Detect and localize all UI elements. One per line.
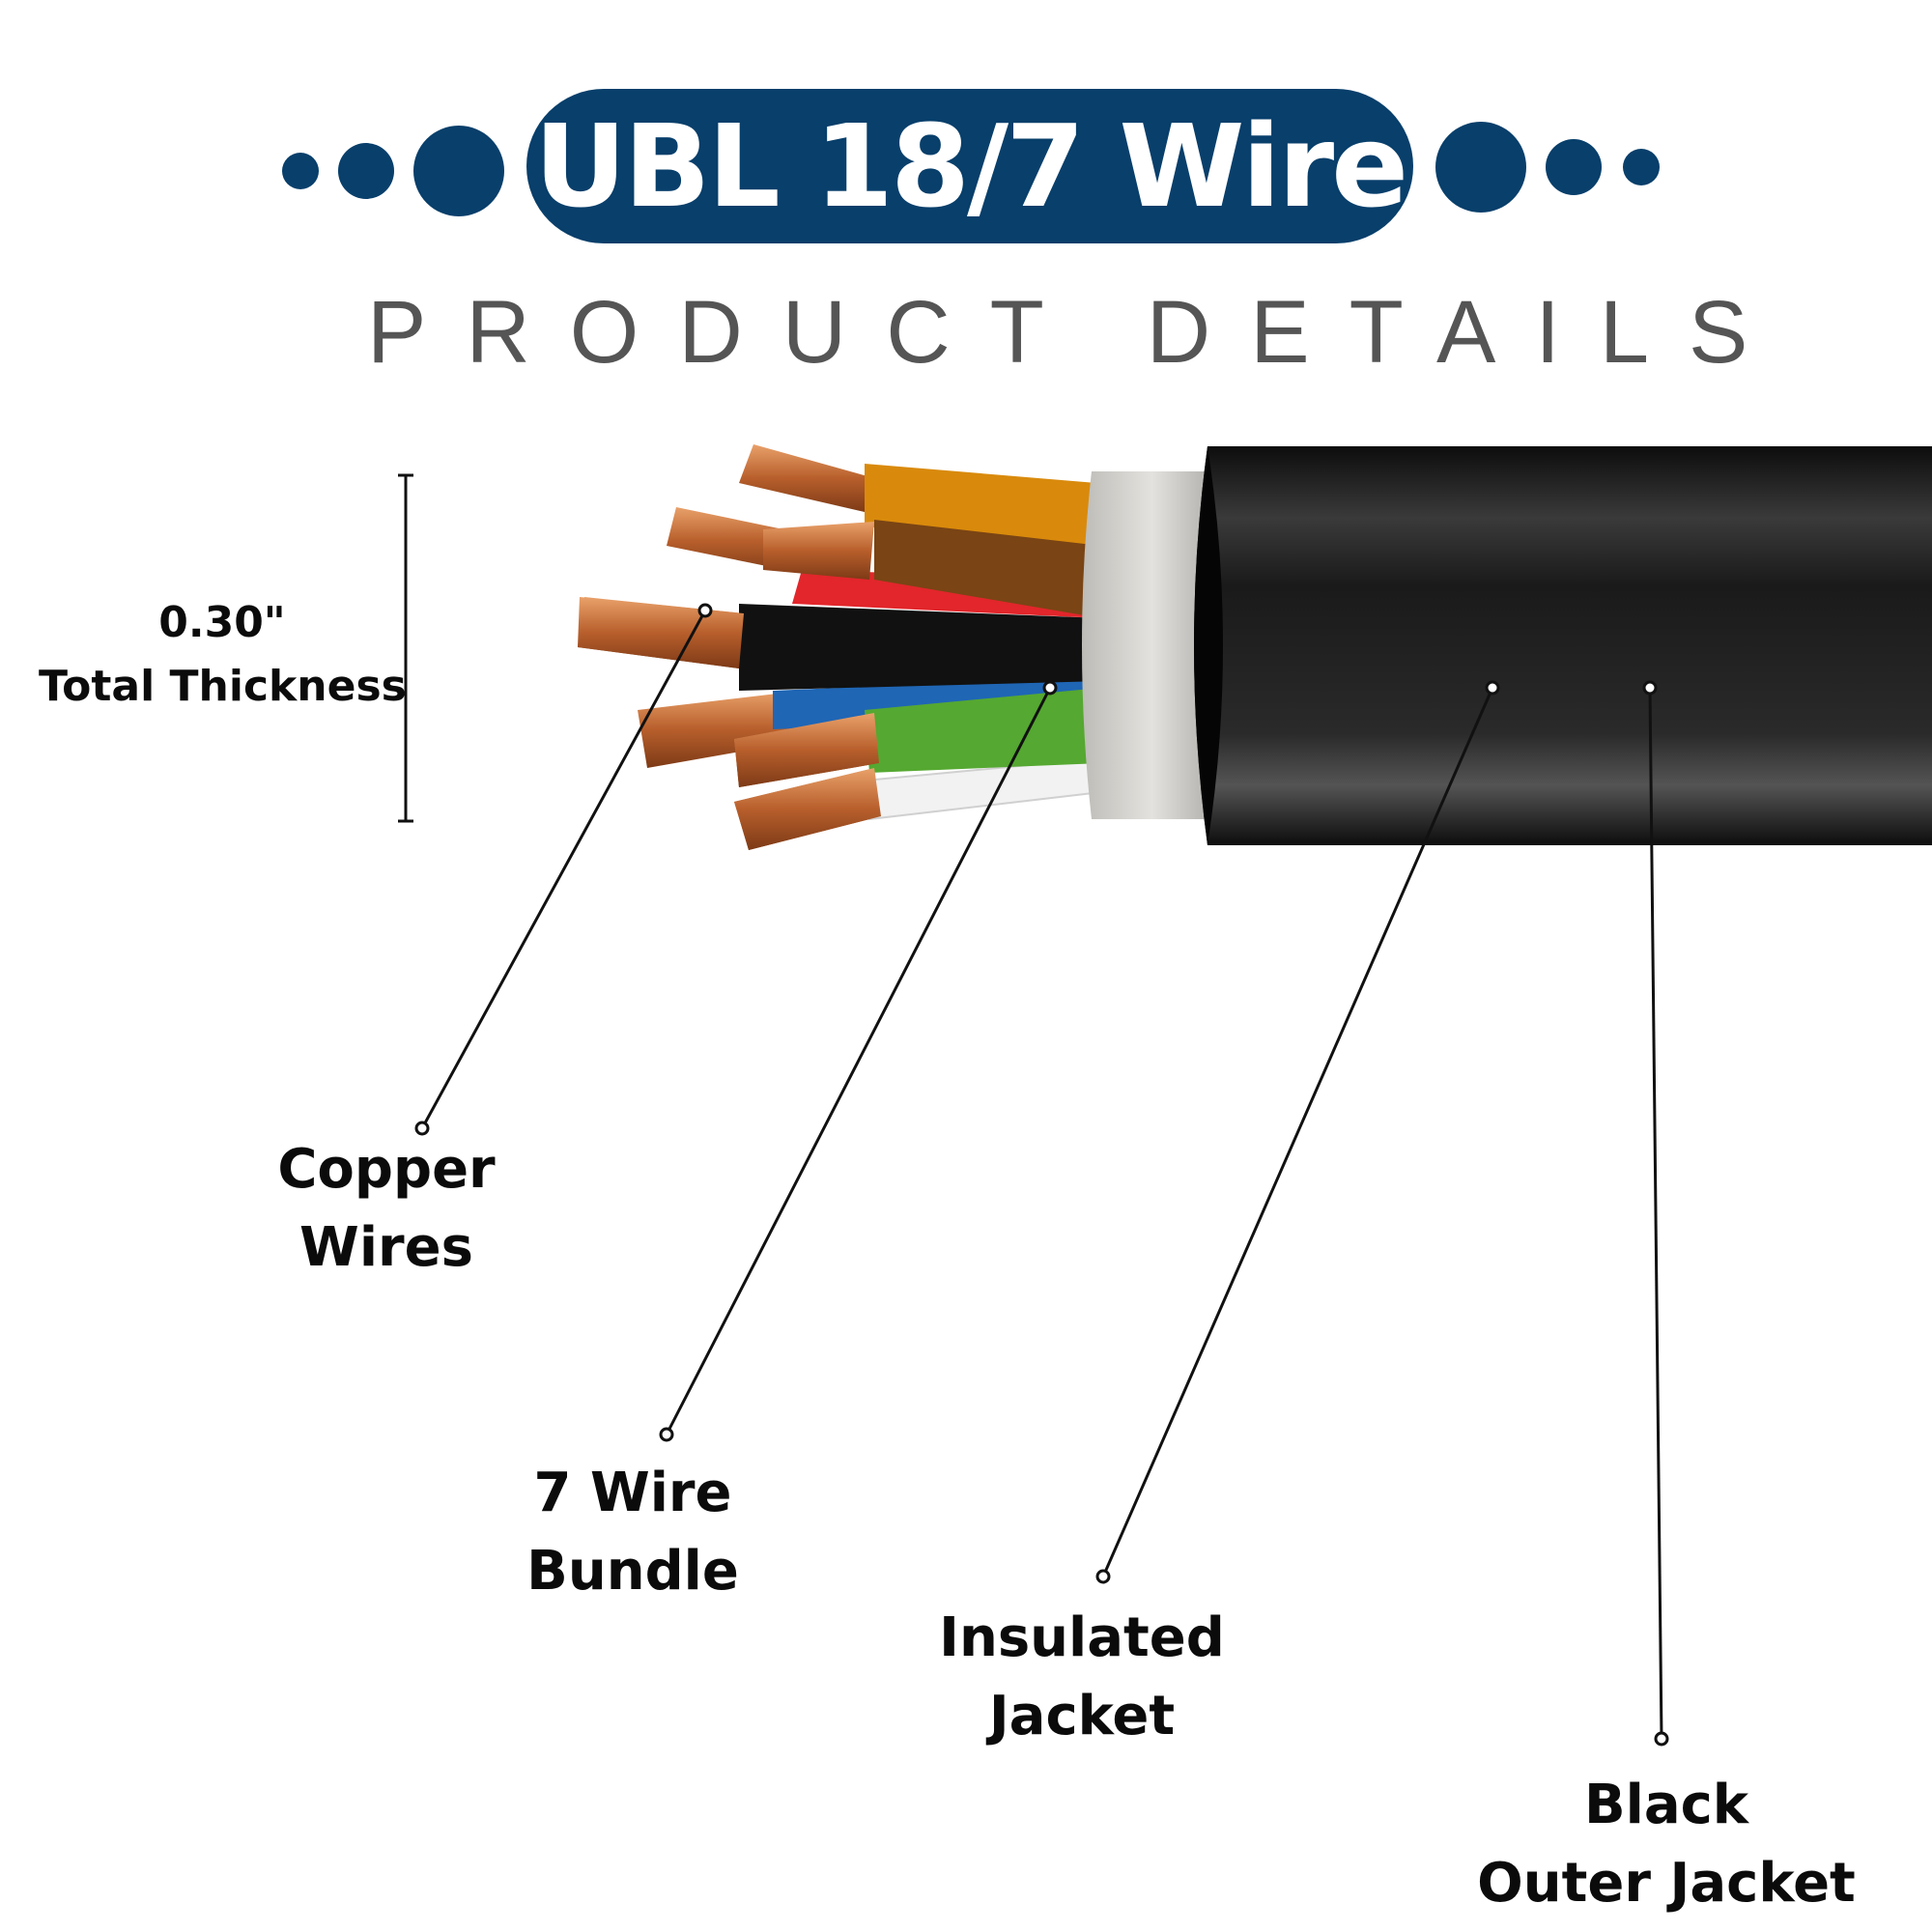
outer-jacket	[1194, 446, 1932, 845]
page-title: UBL 18/7 Wire	[533, 99, 1408, 233]
title-banner: UBL 18/7 Wire	[526, 89, 1413, 243]
page-subtitle: PRODUCT DETAILS	[367, 283, 1788, 382]
callout-outer-jacket: Black Outer Jacket	[1449, 1766, 1884, 1922]
insulation-ring	[1082, 471, 1222, 819]
thickness-caption: Total Thickness	[39, 662, 407, 711]
callout-copper-wires: Copper Wires	[232, 1130, 541, 1287]
callout-insulated-jacket: Insulated Jacket	[927, 1599, 1236, 1755]
brown-wire	[874, 520, 1101, 618]
callout-wire-bundle: 7 Wire Bundle	[473, 1454, 792, 1610]
callout-copper-line1: Copper	[277, 1138, 496, 1201]
green-wire	[865, 688, 1101, 773]
header-dot-left-medium	[338, 143, 394, 199]
callout-outer-line2: Outer Jacket	[1477, 1852, 1856, 1916]
thickness-value: 0.30"	[158, 598, 286, 647]
header-dot-left-small	[282, 153, 319, 189]
thickness-dimension-bar	[398, 473, 413, 823]
callout-outer-line1: Black	[1583, 1774, 1749, 1836]
header-dot-right-small	[1623, 149, 1660, 185]
wire-bundle	[578, 464, 1103, 850]
thickness-label: 0.30" Total Thickness	[39, 591, 407, 719]
header-dot-left-large	[413, 126, 504, 216]
black-wire	[739, 604, 1103, 691]
callout-bundle-line1: 7 Wire	[533, 1462, 732, 1524]
callout-copper-line2: Wires	[299, 1216, 473, 1280]
callout-insulated-line2: Jacket	[988, 1685, 1176, 1748]
callout-lines	[414, 603, 1669, 1747]
callout-insulated-line1: Insulated	[939, 1606, 1225, 1669]
header-dot-right-large	[1435, 122, 1526, 213]
callout-bundle-line2: Bundle	[526, 1540, 739, 1604]
header-dot-right-medium	[1546, 139, 1602, 195]
